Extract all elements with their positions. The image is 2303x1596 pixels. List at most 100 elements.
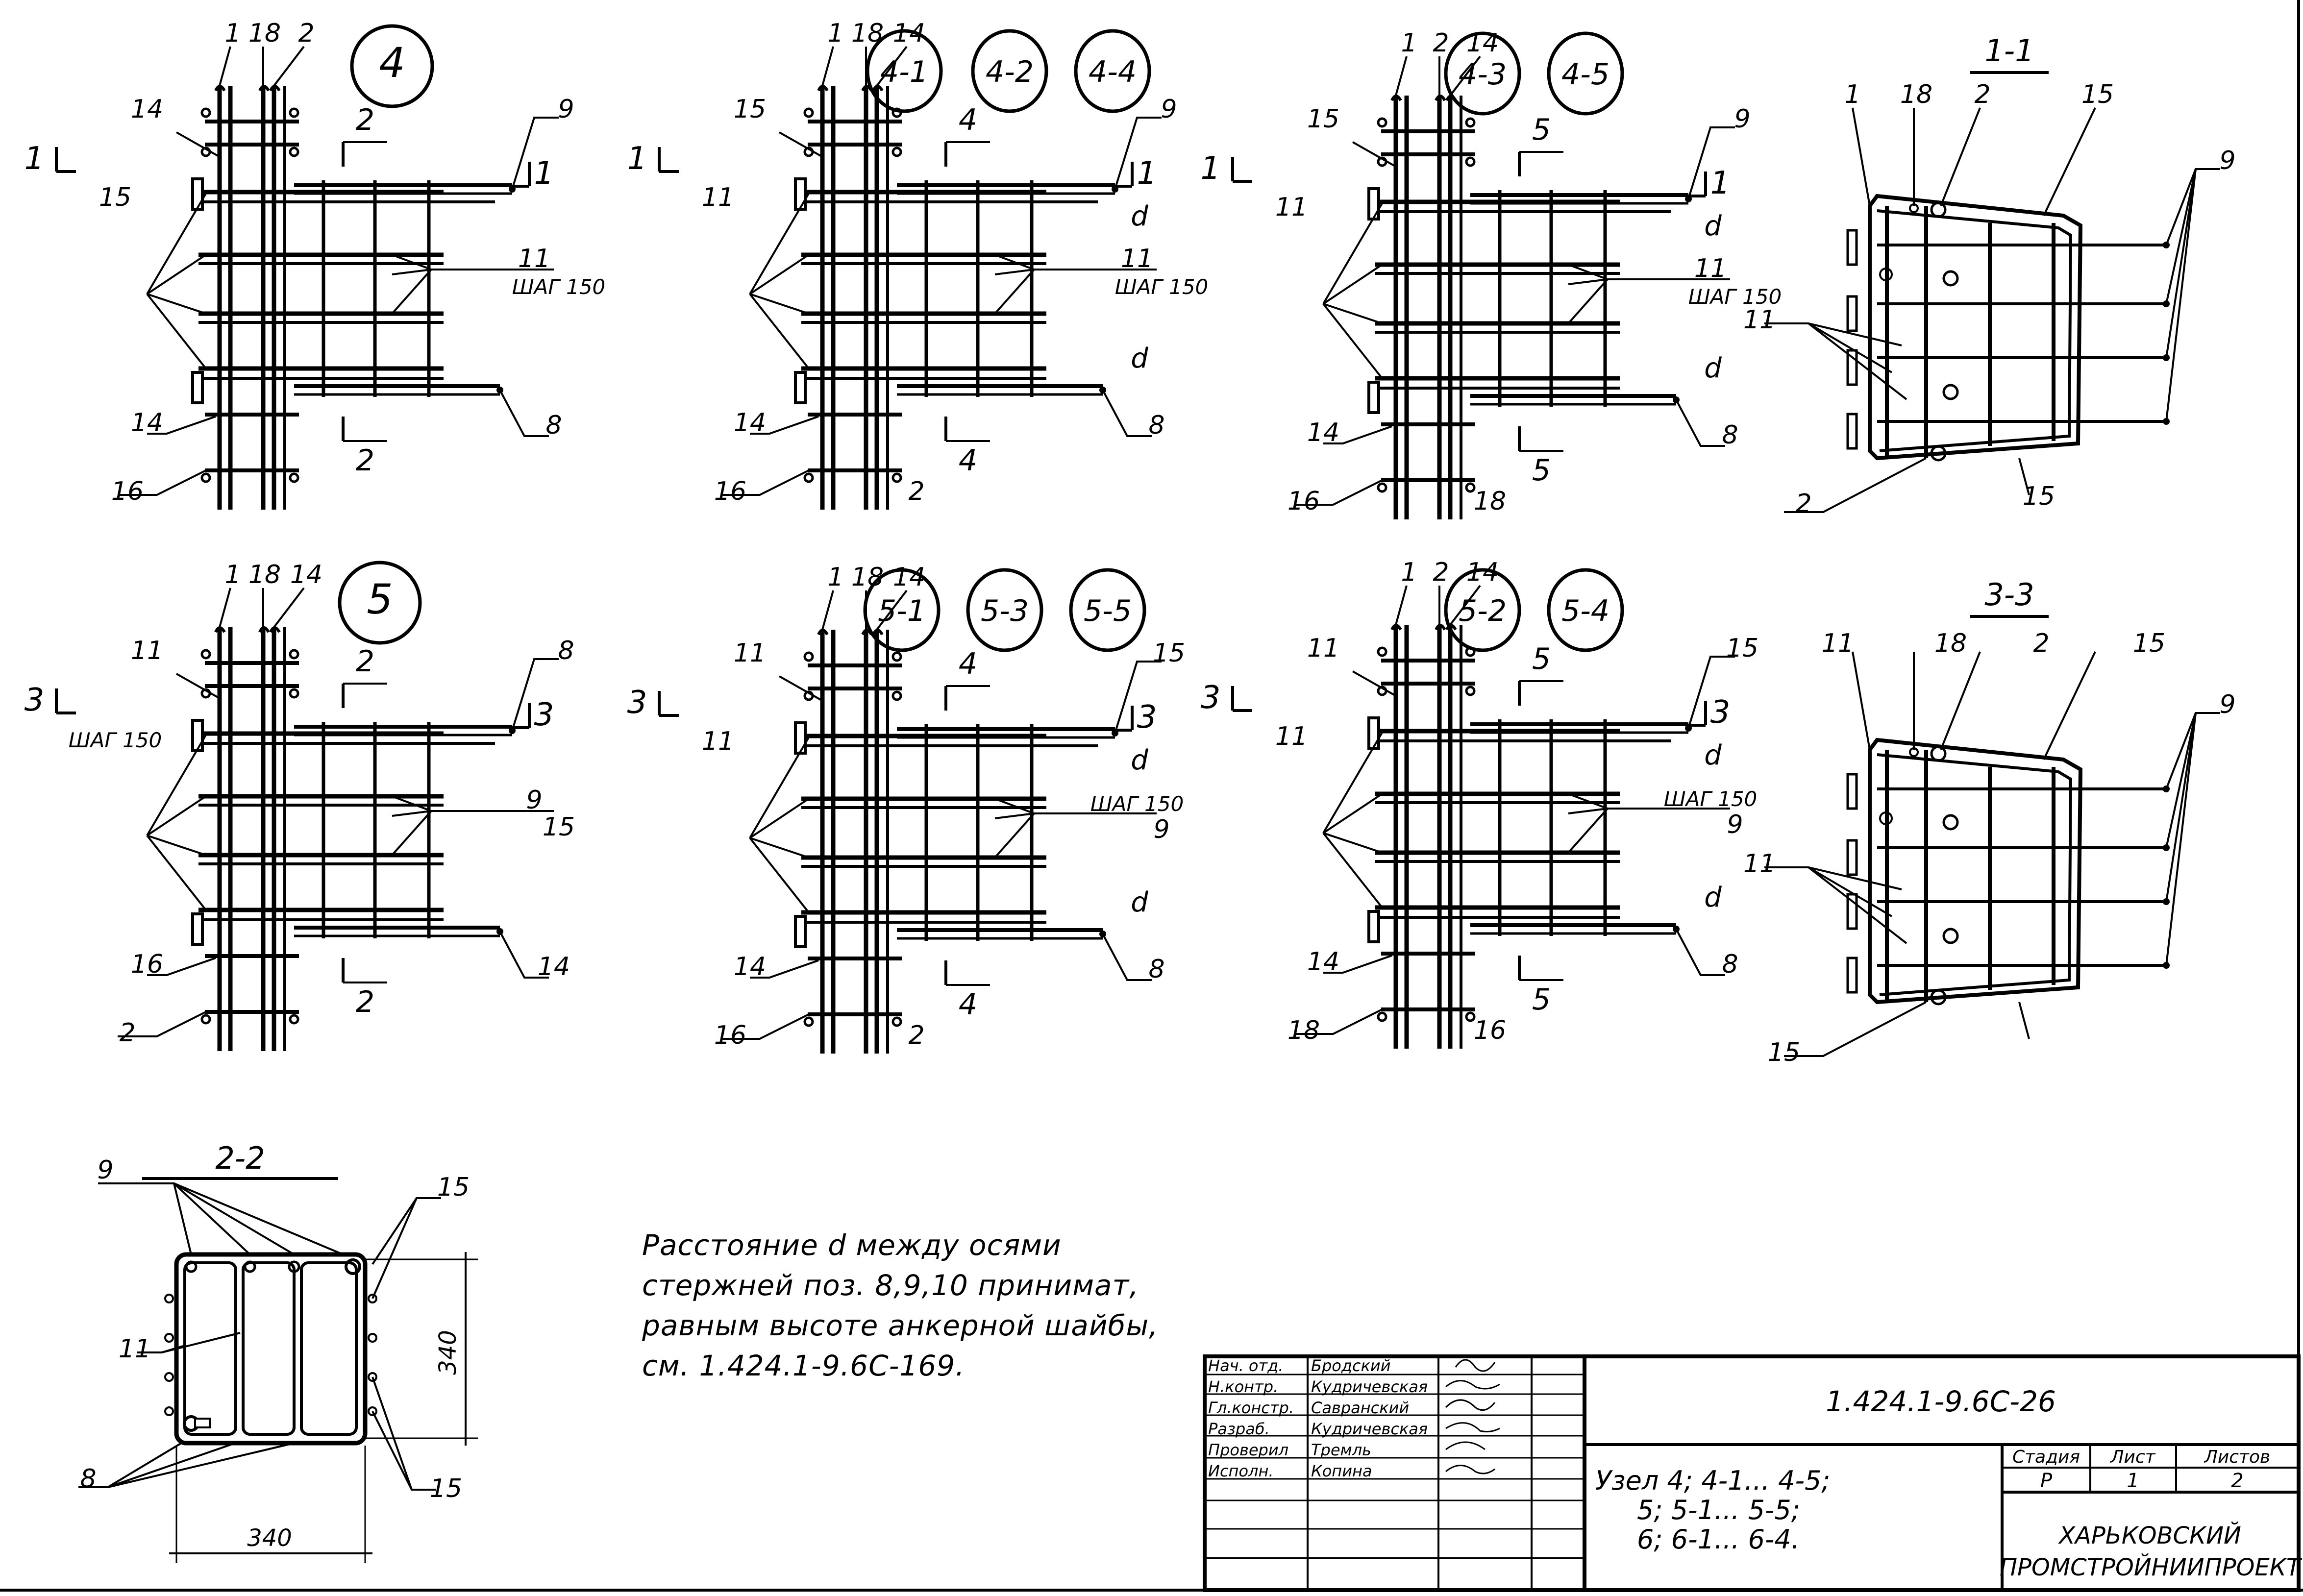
- position-label: ШАГ 150: [1688, 285, 1782, 309]
- position-label: 16: [1474, 1016, 1506, 1045]
- signature-role: Проверил: [1208, 1441, 1288, 1459]
- position-label: 8: [1148, 955, 1164, 984]
- detail-badge: 4-1: [880, 55, 928, 89]
- section-cut-mark: 1: [534, 155, 554, 192]
- drawing-description: 6; 6-1... 6-4.: [1637, 1524, 1800, 1555]
- position-label: 11: [518, 244, 550, 273]
- section-cut-mark: 2: [356, 443, 374, 478]
- spacing-dimension: d: [1704, 210, 1722, 242]
- position-label: 16: [131, 950, 163, 979]
- section-cut-mark: 3: [25, 682, 45, 718]
- position-label: ШАГ 150: [69, 728, 162, 752]
- position-label: 11: [1694, 254, 1727, 283]
- section-cut-mark: 2: [356, 103, 374, 137]
- position-label: 15: [1768, 1038, 1800, 1067]
- position-label: 2: [1433, 28, 1449, 58]
- position-label: 14: [893, 19, 925, 48]
- position-label: 1: [224, 560, 241, 589]
- section-cut-mark: 5: [1532, 642, 1551, 676]
- signature-role: Н.контр.: [1208, 1377, 1278, 1396]
- position-label: 8: [80, 1464, 96, 1494]
- position-label: 1: [1401, 558, 1417, 587]
- drawing-code: 1.424.1-9.6С-26: [1826, 1385, 2056, 1418]
- sheet-label: Лист: [2109, 1447, 2155, 1467]
- detail-badge: 5: [367, 575, 393, 623]
- detail-badge: 4-4: [1089, 55, 1137, 89]
- section-cut-mark: 1: [1201, 150, 1221, 187]
- position-label: 11: [1121, 244, 1153, 273]
- signature-name: Бродский: [1311, 1356, 1390, 1375]
- position-label: 15: [99, 183, 131, 212]
- position-label: 9: [2219, 146, 2235, 175]
- section-cut-mark: 3: [1201, 680, 1221, 716]
- position-label: 14: [734, 408, 766, 438]
- position-label: 8: [1722, 950, 1738, 979]
- position-label: 14: [131, 95, 163, 124]
- section-cut-mark: 2: [356, 644, 374, 679]
- section-cut-mark: 5: [1532, 982, 1551, 1017]
- position-label: 8: [558, 636, 574, 665]
- section-cut-mark: 3: [1710, 694, 1731, 731]
- position-label: 15: [734, 95, 766, 124]
- signature-name: Тремль: [1311, 1441, 1371, 1459]
- section-cut-mark: 3: [627, 685, 647, 721]
- note-line: равным высоте анкерной шайбы,: [642, 1309, 1159, 1342]
- section-cut-mark: 4: [959, 103, 977, 137]
- position-label: 14: [734, 952, 766, 982]
- position-label: 1: [1844, 80, 1860, 109]
- position-label: 14: [538, 952, 570, 982]
- signature-role: Гл.констр.: [1208, 1399, 1294, 1417]
- signature-role: Исполн.: [1208, 1462, 1274, 1480]
- title-block: [1203, 1354, 2301, 1592]
- position-label: 15: [2133, 629, 2165, 658]
- spacing-dimension: d: [1131, 886, 1148, 918]
- detail-badge: 5-5: [1084, 594, 1132, 628]
- position-label: 2: [2033, 629, 2049, 658]
- position-label: ШАГ 150: [1090, 792, 1184, 816]
- position-label: 9: [2219, 690, 2235, 719]
- section-cut-mark: 1: [1710, 165, 1731, 201]
- position-label: 1: [1401, 28, 1417, 58]
- position-label: 14: [131, 408, 163, 438]
- position-label: 14: [1307, 418, 1339, 447]
- detail-badge: 5-3: [981, 594, 1029, 628]
- position-label: 11: [1743, 849, 1776, 879]
- signature-name: Копина: [1311, 1462, 1372, 1480]
- position-label: 8: [1148, 411, 1164, 440]
- position-label: 9: [97, 1155, 113, 1185]
- position-label: 2: [298, 19, 314, 48]
- section-cut-mark: 1: [1137, 155, 1157, 192]
- position-label: 11: [1743, 305, 1776, 335]
- position-label: 16: [111, 477, 144, 506]
- position-label: 1: [224, 19, 241, 48]
- position-label: ШАГ 150: [1115, 275, 1209, 299]
- drawing-description: Узел 4; 4-1... 4-5;: [1595, 1465, 1831, 1496]
- note-line: Расстояние d между осями: [642, 1228, 1062, 1262]
- signature-name: Кудричевская: [1311, 1377, 1428, 1396]
- section-title: 2-2: [215, 1140, 265, 1176]
- spacing-dimension: d: [1704, 882, 1722, 913]
- position-label: 15: [1153, 638, 1185, 668]
- detail-badge: 4: [379, 39, 405, 87]
- dimension-horizontal: 340: [247, 1524, 292, 1552]
- position-label: 8: [1722, 420, 1738, 450]
- organization-name: ХАРЬКОВСКИЙ: [2057, 1522, 2241, 1549]
- position-label: 8: [545, 411, 562, 440]
- position-label: 18: [851, 563, 884, 592]
- position-label: 2: [908, 1021, 924, 1050]
- section-cut-mark: 2: [356, 985, 374, 1019]
- position-label: 15: [437, 1173, 470, 1202]
- section-cut-mark: 3: [534, 697, 554, 733]
- position-label: 16: [1288, 487, 1320, 516]
- signature-name: Савранский: [1311, 1399, 1409, 1417]
- position-label: 11: [702, 183, 734, 212]
- signature-name: Кудричевская: [1311, 1420, 1428, 1438]
- design-note: Расстояние d между осями стержней поз. 8…: [642, 1225, 1206, 1386]
- signature-role: Разраб.: [1208, 1420, 1270, 1438]
- sheets-value: 2: [2231, 1470, 2243, 1492]
- section-2-2-drawing: [78, 1177, 478, 1563]
- position-label: 2: [119, 1018, 135, 1048]
- position-label: 14: [1307, 947, 1339, 977]
- position-label: 15: [2081, 80, 2114, 109]
